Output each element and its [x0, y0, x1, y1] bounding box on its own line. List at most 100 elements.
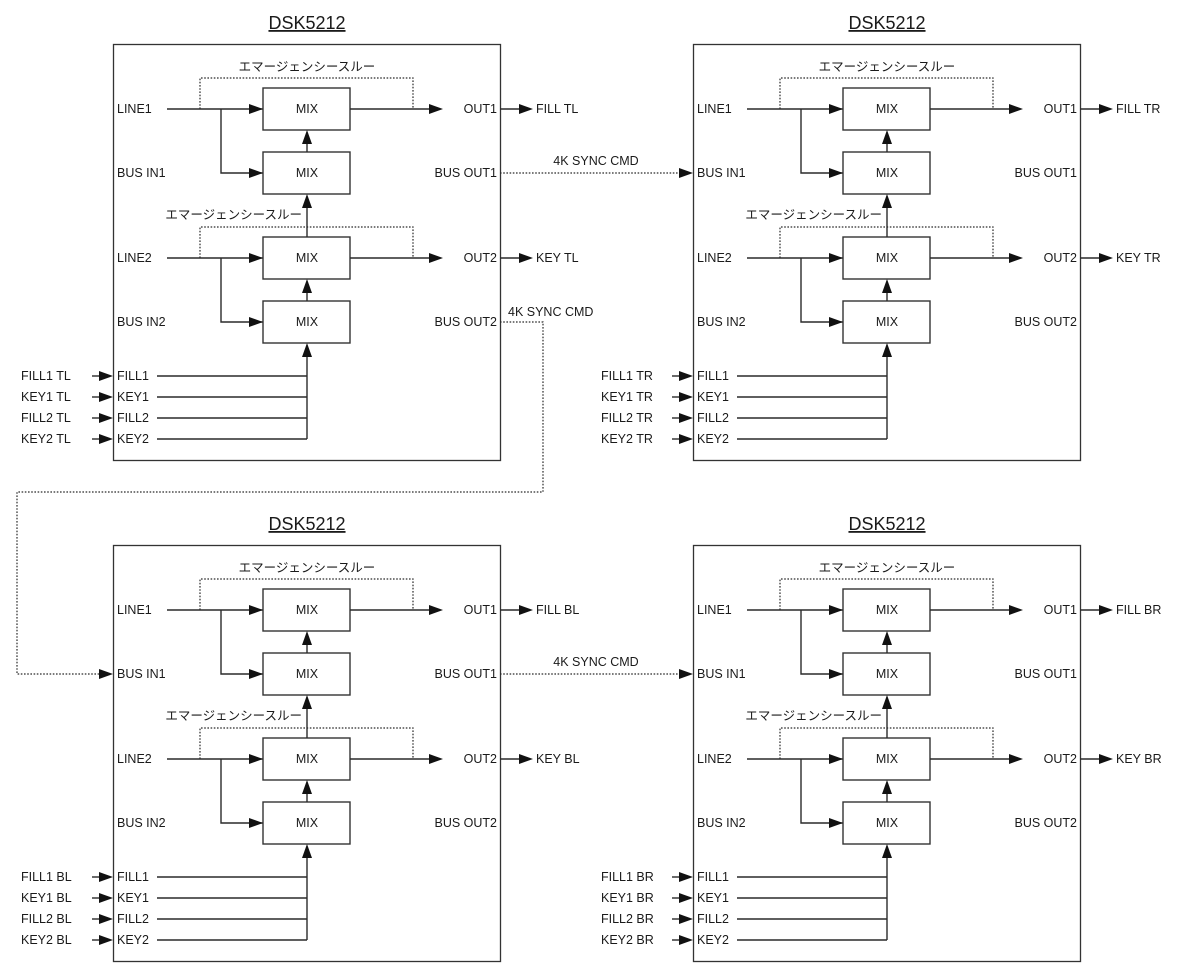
- emergency-bypass-label: エマージェンシースルー: [745, 708, 882, 723]
- arrow-right-icon: [99, 371, 113, 381]
- arrow-right-icon: [1099, 253, 1113, 263]
- port-fill1: FILL1: [697, 369, 729, 383]
- port-out2: OUT2: [464, 752, 497, 766]
- mix-block: [842, 801, 931, 845]
- input-source-3: FILL2 TL: [21, 411, 71, 425]
- branch-wire: [220, 759, 263, 824]
- mix-label: MIX: [876, 315, 899, 329]
- emergency-bypass-path: [199, 727, 414, 759]
- unit-frame: [112, 544, 502, 963]
- port-bus-in1: BUS IN1: [117, 166, 166, 180]
- input-source-2: KEY1 TL: [21, 390, 71, 404]
- port-out2: OUT2: [1044, 752, 1077, 766]
- output-destination-1: FILL TR: [1116, 102, 1160, 116]
- arrow-up-icon: [882, 279, 892, 293]
- mix-label: MIX: [876, 667, 899, 681]
- mix-block: [842, 737, 931, 781]
- arrow-right-icon: [1009, 605, 1023, 615]
- port-bus-in1: BUS IN1: [117, 667, 166, 681]
- emergency-bypass-path: [199, 77, 414, 109]
- arrow-right-icon: [679, 914, 693, 924]
- port-out2: OUT2: [1044, 251, 1077, 265]
- port-out1: OUT1: [1044, 102, 1077, 116]
- mix-block: [842, 300, 931, 344]
- port-line2: LINE2: [697, 251, 732, 265]
- input-source-2: KEY1 TR: [601, 390, 653, 404]
- mix-label: MIX: [876, 603, 899, 617]
- arrow-right-icon: [429, 754, 443, 764]
- arrow-right-icon: [679, 434, 693, 444]
- arrow-right-icon: [249, 818, 263, 828]
- input-source-1: FILL1 TR: [601, 369, 653, 383]
- unit-title: DSK5212: [848, 13, 925, 33]
- port-bus-in2: BUS IN2: [117, 816, 166, 830]
- port-key2: KEY2: [117, 432, 149, 446]
- arrow-right-icon: [829, 168, 843, 178]
- arrow-right-icon: [519, 605, 533, 615]
- arrow-right-icon: [1009, 754, 1023, 764]
- input-source-3: FILL2 TR: [601, 411, 653, 425]
- input-source-3: FILL2 BR: [601, 912, 654, 926]
- port-bus-out2: BUS OUT2: [434, 816, 497, 830]
- arrow-right-icon: [829, 253, 843, 263]
- branch-wire: [220, 610, 263, 675]
- port-line2: LINE2: [117, 251, 152, 265]
- port-fill1: FILL1: [117, 369, 149, 383]
- output-destination-1: FILL BR: [1116, 603, 1161, 617]
- arrow-right-icon: [1009, 253, 1023, 263]
- unit-title: DSK5212: [268, 13, 345, 33]
- arrow-right-icon: [429, 605, 443, 615]
- arrow-up-icon: [302, 631, 312, 645]
- port-key1: KEY1: [697, 891, 729, 905]
- input-source-2: KEY1 BR: [601, 891, 654, 905]
- mix-label: MIX: [876, 816, 899, 830]
- arrow-right-icon: [99, 893, 113, 903]
- port-fill2: FILL2: [697, 912, 729, 926]
- port-fill2: FILL2: [117, 912, 149, 926]
- mix-block: [262, 652, 351, 696]
- branch-wire: [800, 109, 843, 174]
- arrow-up-icon: [302, 780, 312, 794]
- arrow-right-icon: [99, 935, 113, 945]
- output-destination-2: KEY BL: [536, 752, 580, 766]
- arrow-right-icon: [249, 317, 263, 327]
- sync-link-label: 4K SYNC CMD: [508, 305, 593, 319]
- unit-title: DSK5212: [268, 514, 345, 534]
- mix-label: MIX: [296, 816, 319, 830]
- input-source-4: KEY2 TL: [21, 432, 71, 446]
- arrow-right-icon: [249, 754, 263, 764]
- port-bus-in2: BUS IN2: [697, 816, 746, 830]
- input-source-3: FILL2 BL: [21, 912, 72, 926]
- port-bus-in1: BUS IN1: [697, 166, 746, 180]
- sync-link-tl-bl: [16, 321, 544, 675]
- emergency-bypass-label: エマージェンシースルー: [165, 207, 302, 222]
- emergency-bypass-path: [199, 226, 414, 258]
- unit-frame: [692, 43, 1082, 462]
- emergency-bypass-path: [199, 578, 414, 610]
- arrow-right-icon: [519, 754, 533, 764]
- arrow-up-icon: [302, 844, 312, 858]
- mix-label: MIX: [876, 166, 899, 180]
- arrow-right-icon: [829, 605, 843, 615]
- arrow-up-icon: [882, 343, 892, 357]
- output-destination-2: KEY TL: [536, 251, 579, 265]
- arrow-right-icon: [829, 104, 843, 114]
- arrow-up-icon: [302, 194, 312, 208]
- port-bus-out1: BUS OUT1: [434, 667, 497, 681]
- mix-block: [842, 588, 931, 632]
- mix-block: [842, 151, 931, 195]
- emergency-bypass-label: エマージェンシースルー: [239, 560, 376, 575]
- arrow-right-icon: [99, 872, 113, 882]
- emergency-bypass-path: [779, 578, 994, 610]
- port-bus-out2: BUS OUT2: [434, 315, 497, 329]
- arrow-up-icon: [302, 343, 312, 357]
- arrow-right-icon: [679, 935, 693, 945]
- mix-label: MIX: [876, 102, 899, 116]
- emergency-bypass-path: [779, 77, 994, 109]
- port-fill1: FILL1: [117, 870, 149, 884]
- arrow-up-icon: [882, 780, 892, 794]
- mix-label: MIX: [296, 667, 319, 681]
